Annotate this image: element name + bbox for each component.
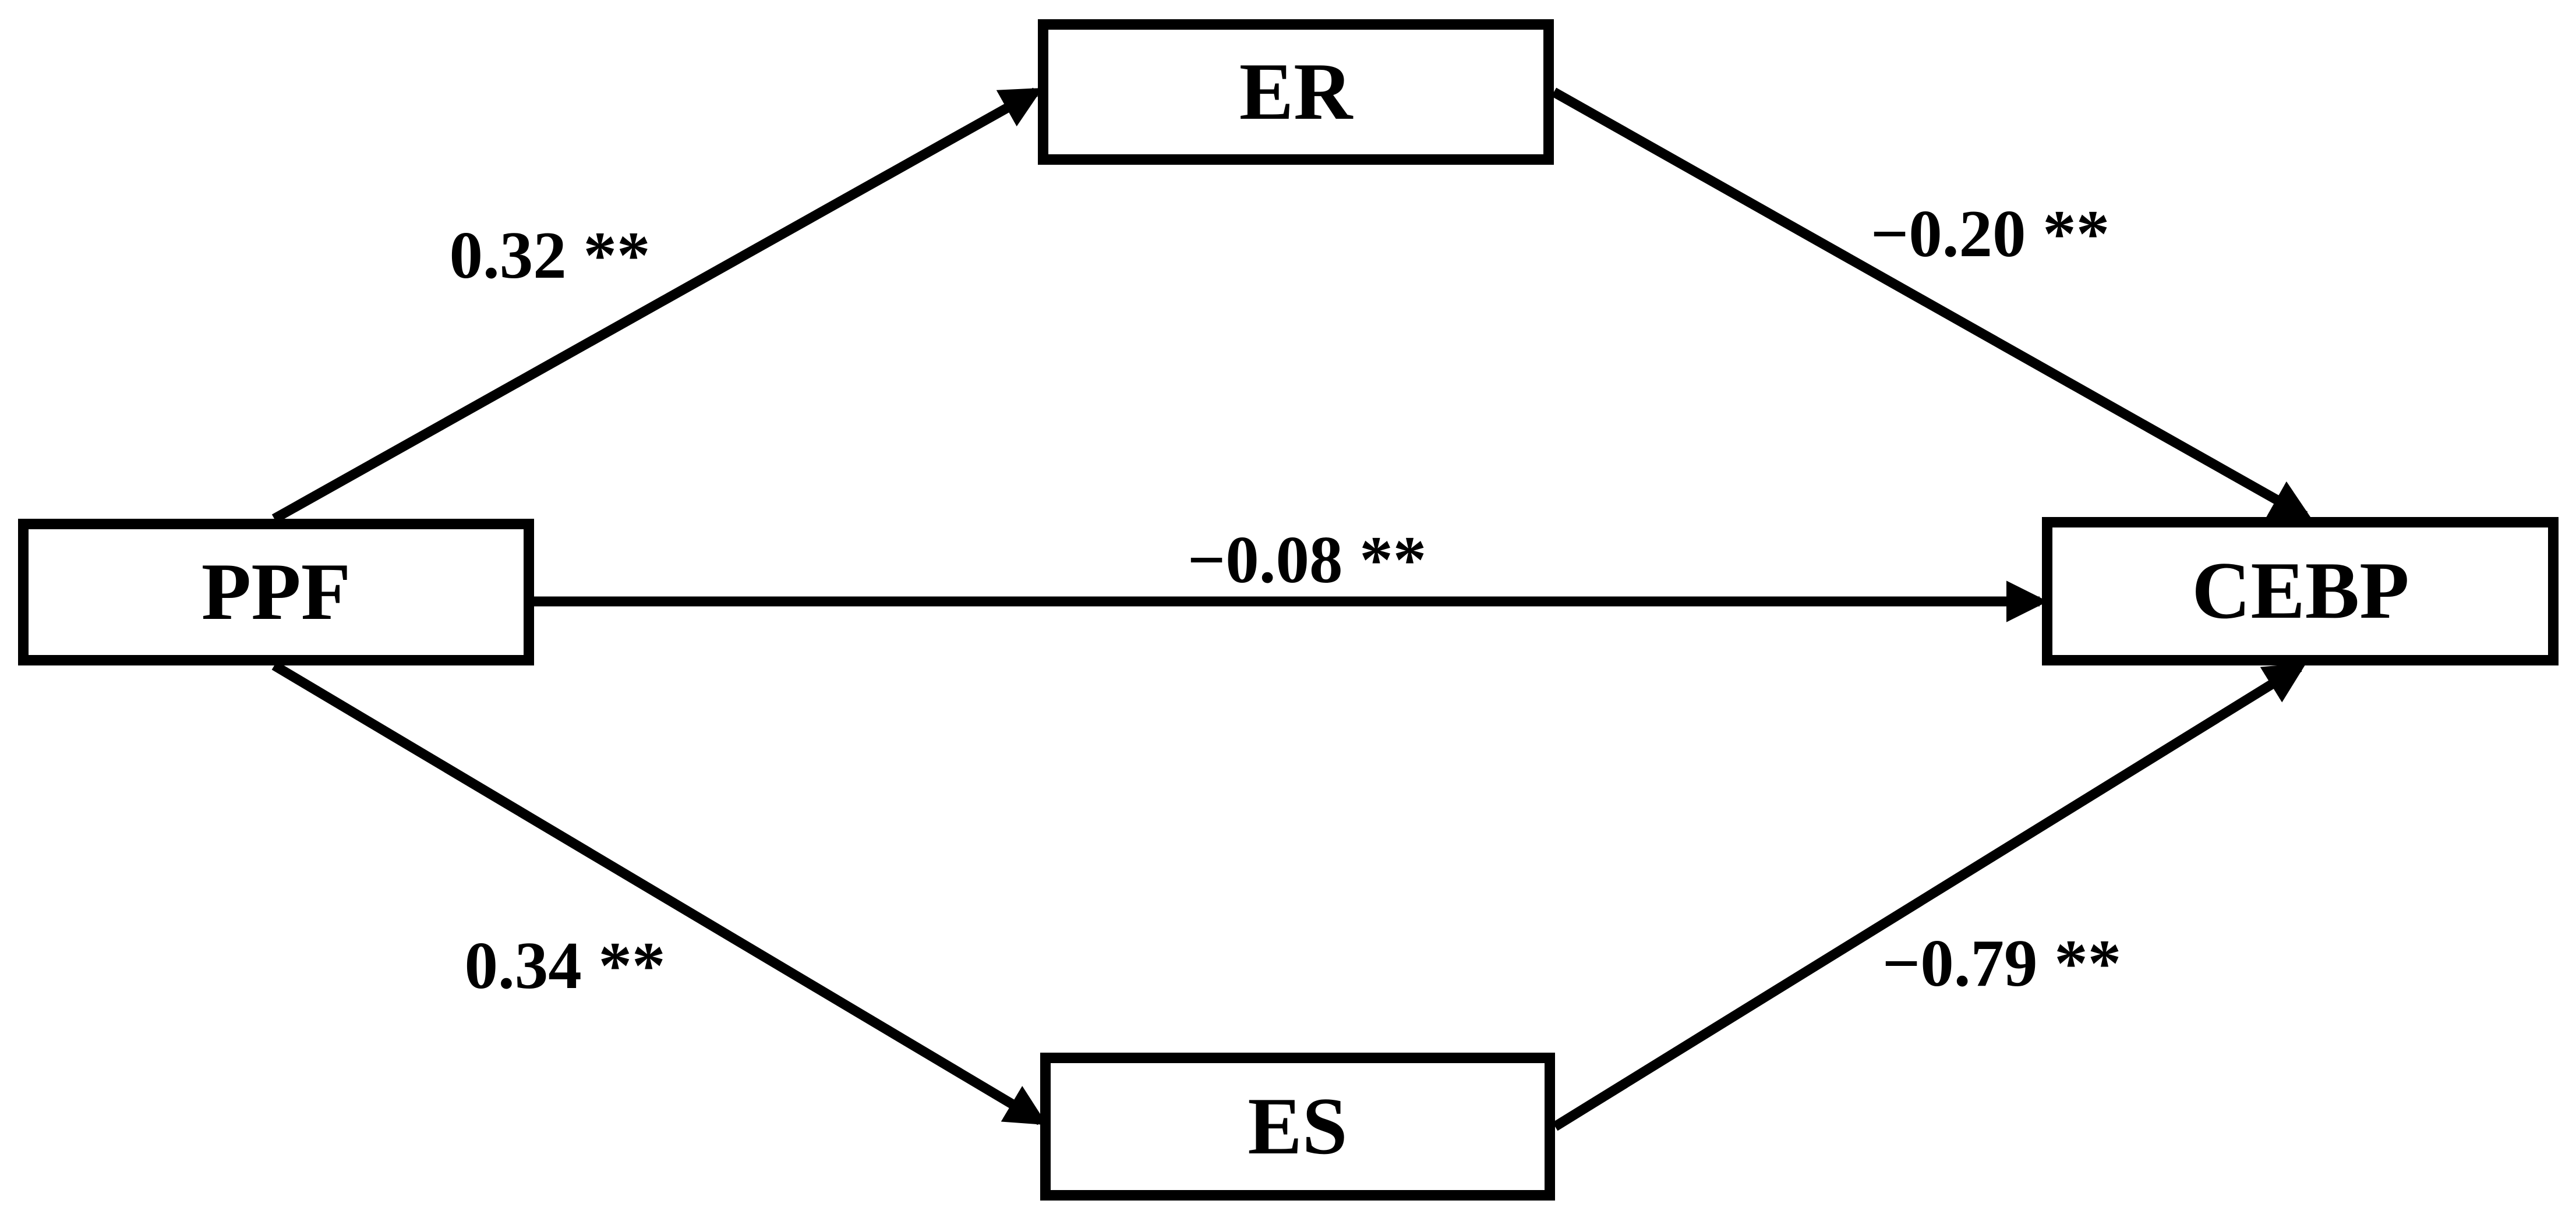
node-label-er: ER bbox=[1239, 47, 1354, 137]
edge-label-ppf-er: 0.32 ** bbox=[450, 218, 651, 292]
edge-labels-group: 0.32 ** −0.20 ** −0.08 ** 0.34 ** −0.79 … bbox=[450, 197, 2122, 1003]
nodes-group: PPF ER ES CEBP bbox=[18, 19, 2559, 1201]
node-es: ES bbox=[1040, 1053, 1555, 1201]
edge-label-er-cebp: −0.20 ** bbox=[1871, 197, 2110, 271]
node-box-es bbox=[1040, 1053, 1555, 1201]
node-cebp: CEBP bbox=[2042, 517, 2559, 665]
edge-ppf-to-es-arrow bbox=[271, 661, 1048, 1125]
node-box-er bbox=[1038, 19, 1554, 165]
node-ppf: PPF bbox=[18, 519, 534, 665]
node-box-cebp bbox=[2042, 517, 2559, 665]
edge-label-es-cebp: −0.79 ** bbox=[1882, 926, 2122, 1000]
node-label-ppf: PPF bbox=[202, 547, 351, 637]
node-label-cebp: CEBP bbox=[2192, 546, 2409, 636]
edge-es-to-cebp-arrow bbox=[1552, 663, 2307, 1131]
node-label-es: ES bbox=[1248, 1081, 1347, 1171]
node-box-ppf bbox=[18, 519, 534, 665]
edge-ppf-to-er-arrow bbox=[271, 87, 1043, 523]
edge-label-ppf-es: 0.34 ** bbox=[465, 929, 666, 1003]
node-er: ER bbox=[1038, 19, 1554, 165]
edge-label-ppf-cebp: −0.08 ** bbox=[1188, 523, 1427, 597]
edge-er-to-cebp-arrow bbox=[1551, 87, 2313, 521]
edges-group bbox=[271, 87, 2313, 1131]
